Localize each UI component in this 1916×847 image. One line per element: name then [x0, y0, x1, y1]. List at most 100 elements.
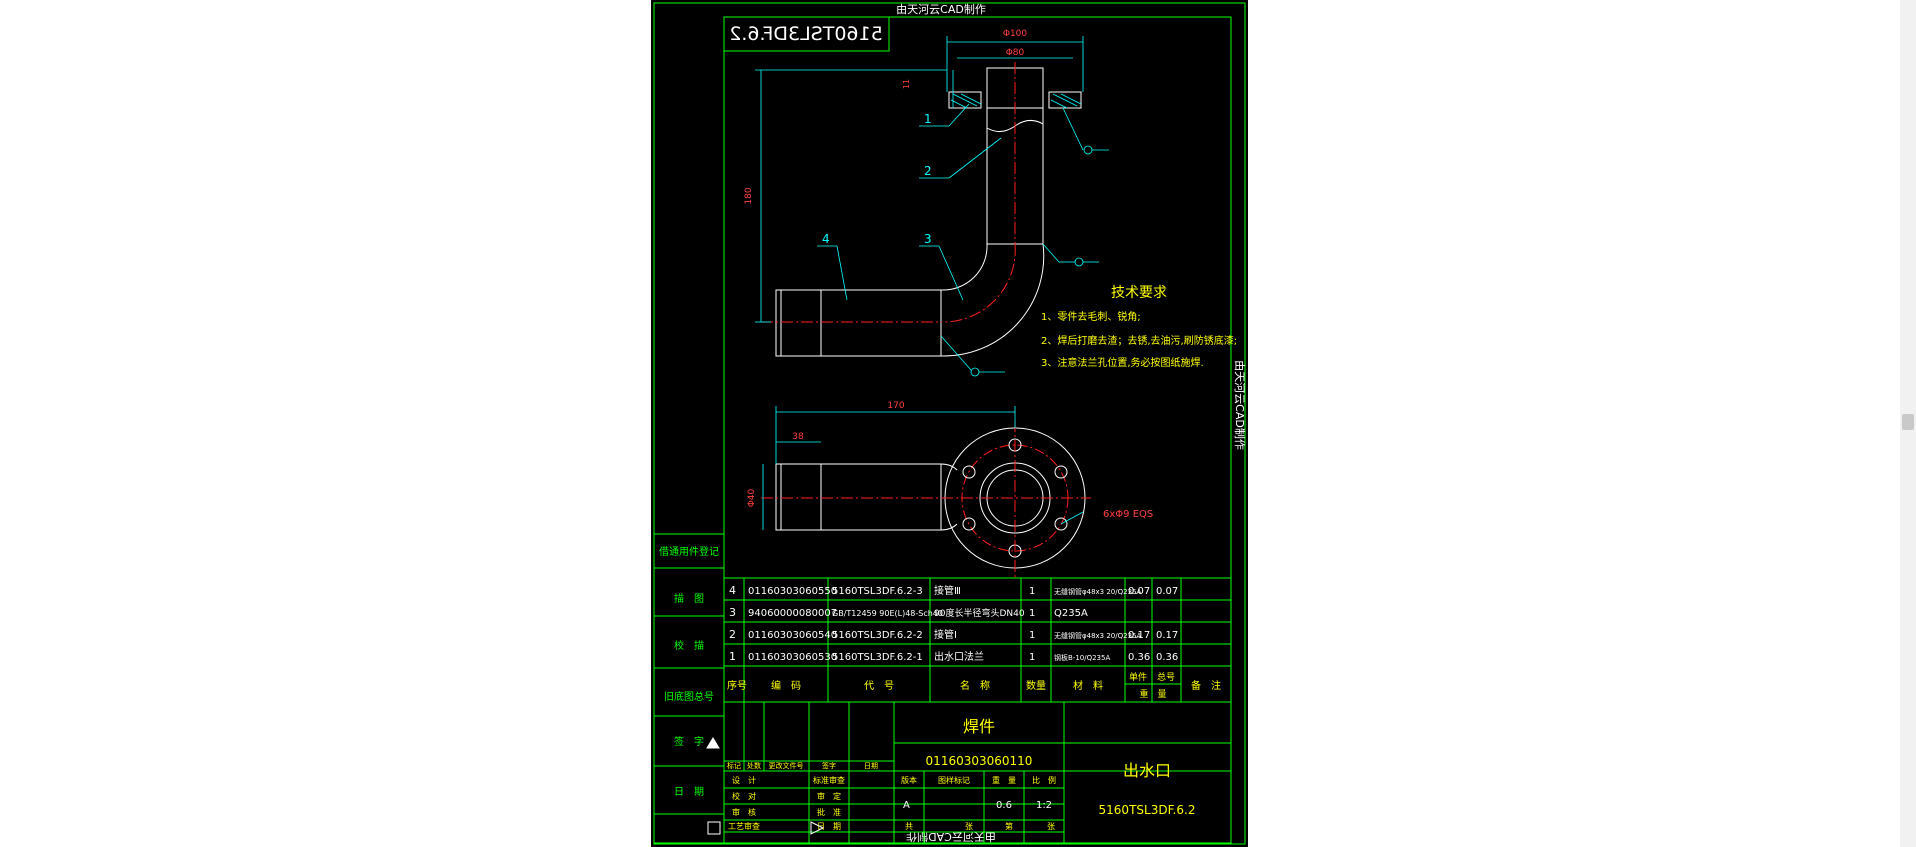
triangle-marker-icon	[706, 737, 720, 749]
bom-no: 2	[729, 628, 736, 641]
roles-right: 标准审查 审 定 批 准 日 期	[813, 775, 845, 831]
bom-code: 01160303060530	[748, 652, 837, 663]
watermark-bottom: 由天河云CAD制作	[906, 830, 996, 844]
bom-header-material: 材 料	[1073, 679, 1103, 692]
dim-holes: 6xΦ9 EQS	[1103, 509, 1153, 520]
tech-req-title: 技术要求	[1111, 285, 1167, 301]
page-unit: 张	[1047, 822, 1055, 831]
bottom-dimensions: 170 38 Φ40 6xΦ9 EQS	[747, 401, 1153, 530]
col-label-2: 描 图	[674, 592, 704, 605]
col-label-1: 借通用件登记	[659, 545, 719, 558]
bom-qty: 1	[1029, 652, 1035, 663]
bom-material: 钢板B-10/Q235A	[1054, 653, 1110, 662]
bom-name: 90度长半径弯头DN40	[934, 607, 1025, 619]
bom-header-no: 序号	[727, 679, 747, 692]
dim-d80: Φ80	[1006, 48, 1025, 58]
role-label: 校 对	[732, 791, 756, 801]
bom-total: 0.17	[1156, 630, 1178, 641]
title-name: 出水口	[1123, 761, 1171, 780]
role-label: 批 准	[817, 807, 841, 817]
bom-code: 01160303060540	[748, 630, 837, 641]
bom-unit: 0.07	[1128, 586, 1150, 597]
rev-header: 更改文件号	[769, 761, 804, 770]
bom-material: 无缝钢管φ48x3 20/Q235A	[1054, 587, 1141, 596]
balloons: 1 2 4 3	[817, 103, 1109, 377]
bom-drawing: GB/T12459 90E(L)48-Sch40	[832, 609, 943, 618]
bom-drawing: 5160TSL3DF.6.2-2	[832, 630, 923, 641]
code-box	[723, 16, 890, 52]
col-label-6: 日 期	[674, 786, 704, 798]
bom-table	[724, 577, 1231, 703]
col-label-4: 旧底图总号	[664, 690, 714, 703]
bom-header-weight: 重 量	[1139, 688, 1166, 700]
bom-header-code: 编 码	[771, 679, 801, 692]
bom-code: 01160303060550	[748, 586, 837, 597]
bom-header-unit: 单件	[1129, 671, 1147, 683]
title-block	[654, 702, 1231, 844]
role-label: 标准审查	[813, 775, 845, 785]
front-view	[761, 62, 1082, 357]
bom-no: 1	[729, 650, 736, 663]
role-label: 日 期	[817, 822, 841, 831]
mirrored-drawing-code: 5160TSL3DF.6.2	[729, 23, 882, 45]
scale-label: 比 例	[1032, 775, 1056, 785]
scroll-thumb[interactable]	[1902, 414, 1914, 430]
title-type: 焊件	[963, 717, 995, 736]
bom-qty: 1	[1029, 586, 1035, 597]
bottom-view	[761, 420, 1091, 578]
outer-border	[653, 2, 1246, 845]
balloon-4: 4	[822, 232, 830, 246]
bom-header-total: 总号	[1157, 671, 1175, 683]
bom-material: 无缝钢管φ48x3 20/Q235A	[1054, 631, 1141, 640]
tech-req-item-1: 1、零件去毛刺、锐角;	[1041, 310, 1141, 323]
weight-label: 重 量	[992, 775, 1016, 785]
dim-180: 180	[744, 187, 754, 204]
bom-header-drawing: 代 号	[864, 680, 894, 692]
col-label-5: 签 字	[674, 735, 704, 748]
bom-unit: 0.17	[1128, 630, 1150, 641]
bom-drawing: 5160TSL3DF.6.2-1	[832, 652, 923, 663]
role-label: 审 定	[817, 791, 841, 801]
dim-170: 170	[887, 401, 904, 411]
left-column: 借通用件登记 描 图 校 描 旧底图总号 签 字 日 期	[654, 533, 724, 815]
drawing-canvas: 由天河云CAD制作 由天河云CAD制作 由天河云CAD制作 5160TSL3DF…	[653, 2, 1247, 845]
weight-value: 0.6	[996, 800, 1012, 811]
dim-11: 11	[902, 79, 911, 89]
bom-header: 序号 编 码 代 号 名 称 数量 材 料 单件 总号 重 量 备 注	[727, 671, 1221, 700]
bom-row-1: 1 01160303060530 5160TSL3DF.6.2-1 出水口法兰 …	[729, 650, 1178, 663]
rev-header: 日期	[864, 762, 878, 770]
bom-no: 4	[729, 584, 736, 597]
arrow-marker-icon	[810, 821, 825, 835]
bom-row-4: 4 01160303060550 5160TSL3DF.6.2-3 接管Ⅲ 1 …	[729, 584, 1178, 597]
vertical-scrollbar[interactable]	[1900, 0, 1916, 847]
tech-req-item-2: 2、焊后打磨去渣；去锈,去油污,刷防锈底漆;	[1041, 334, 1237, 347]
title-drawing-no: 5160TSL3DF.6.2	[1099, 803, 1196, 817]
revision-headers: 标记 处数 更改文件号 签字 日期	[727, 761, 878, 770]
rev-header: 签字	[822, 761, 836, 770]
stage-row: 版本 图样标记 重 量 比 例 A 0.6 1:2 共 张 第 张	[901, 775, 1056, 831]
bom-header-remark: 备 注	[1191, 679, 1221, 692]
dim-d100: Φ100	[1003, 29, 1028, 39]
bom-name: 接管Ⅰ	[934, 628, 957, 641]
bom-qty: 1	[1029, 608, 1035, 619]
bom-drawing: 5160TSL3DF.6.2-3	[832, 586, 923, 597]
drawing-sheet: 由天河云CAD制作 由天河云CAD制作 由天河云CAD制作 5160TSL3DF…	[651, 0, 1248, 847]
dim-dn40: Φ40	[747, 488, 757, 507]
bom-total: 0.36	[1156, 652, 1178, 663]
dim-38: 38	[792, 432, 804, 442]
balloon-2: 2	[924, 164, 932, 178]
bom-no: 3	[729, 606, 736, 619]
balloon-1: 1	[924, 112, 932, 126]
sheets-total-label: 共	[905, 822, 913, 831]
mark-label: 图样标记	[938, 775, 970, 785]
bom-total: 0.07	[1156, 586, 1178, 597]
bom-header-qty: 数量	[1026, 679, 1046, 692]
roles-left: 设 计 校 对 审 核 工艺审查	[728, 775, 760, 831]
role-label: 审 核	[732, 807, 756, 817]
page-label: 第	[1005, 821, 1013, 831]
role-label: 设 计	[732, 775, 756, 785]
col-label-3: 校 描	[674, 639, 704, 652]
ucs-icon	[707, 821, 721, 835]
bom-row-3: 3 94060000080007 GB/T12459 90E(L)48-Sch4…	[729, 606, 1088, 619]
